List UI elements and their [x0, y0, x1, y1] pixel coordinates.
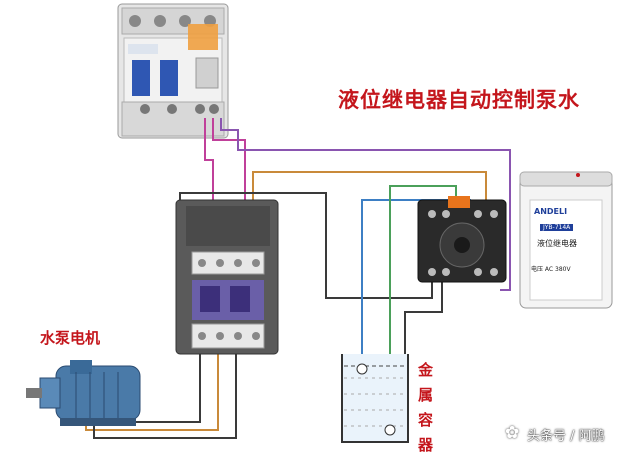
metal-tank	[341, 354, 409, 443]
relay-voltage: 电压 AC 380V	[531, 266, 571, 273]
level-relay	[519, 171, 613, 309]
tank-label-char: 容	[418, 411, 434, 429]
motor-label: 水泵电机	[40, 329, 101, 347]
tank-label-char: 金	[418, 361, 434, 379]
diagram-title: 液位继电器自动控制泵水	[338, 88, 580, 112]
relay-brand: ANDELI	[534, 207, 568, 216]
tank-label: 金 属 容 器	[418, 358, 436, 458]
relay-model: JYB-714A	[540, 224, 574, 231]
wire-purple	[220, 118, 511, 291]
wire-black-1	[179, 192, 433, 299]
contactor	[175, 199, 279, 355]
pump-motor	[26, 360, 141, 426]
tank-label-char: 器	[418, 436, 434, 454]
tank-label-char: 属	[418, 386, 434, 404]
watermark-icon: ✿	[505, 423, 520, 443]
relay-name: 液位继电器	[537, 239, 577, 248]
circuit-breaker	[117, 3, 229, 139]
watermark: 头条号 / 阿鹏	[527, 429, 605, 444]
wire-magenta-2	[212, 118, 246, 240]
relay-socket	[417, 196, 507, 283]
